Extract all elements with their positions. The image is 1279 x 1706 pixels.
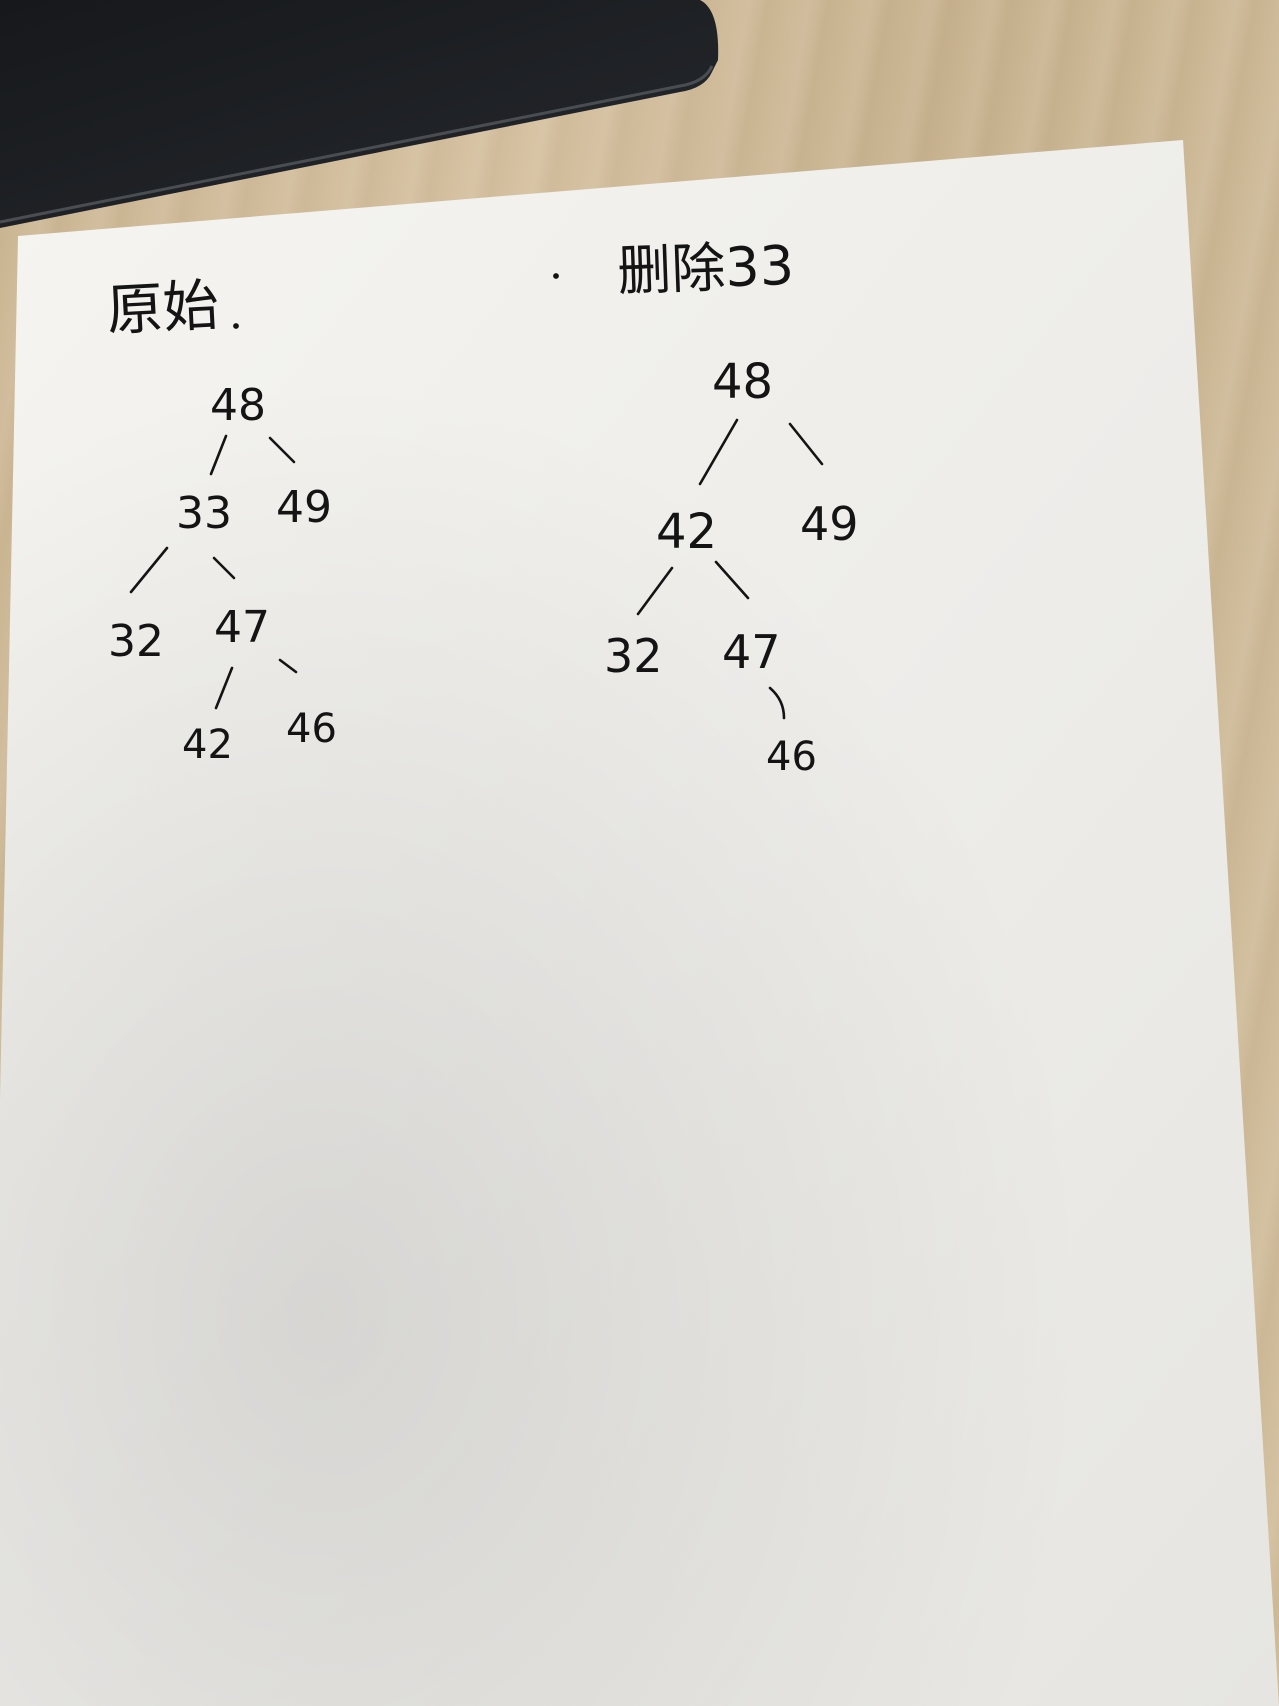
edge-r-42-32	[636, 566, 674, 616]
edge-33-32	[129, 546, 169, 594]
right-node-l2-right: 47	[722, 625, 781, 679]
edge-47-46	[278, 658, 298, 674]
right-node-l3-right: 46	[766, 734, 817, 780]
edge-47-42	[214, 666, 234, 710]
left-node-l2-left: 32	[108, 616, 164, 667]
edge-48-33	[209, 434, 228, 476]
left-node-l2-right: 47	[214, 602, 270, 653]
left-node-root: 48	[210, 380, 266, 431]
left-heading: 原始	[105, 273, 220, 344]
left-node-l3-right: 46	[286, 706, 337, 752]
left-node-l1-left: 33	[176, 488, 232, 539]
left-node-l1-right: 49	[276, 482, 332, 533]
right-node-l2-left: 32	[604, 629, 663, 683]
edge-r-42-47	[714, 560, 750, 600]
edge-r-48-42	[698, 418, 739, 486]
right-node-l1-left: 42	[656, 504, 717, 560]
right-node-root: 48	[712, 354, 773, 410]
edge-33-47	[212, 556, 236, 580]
right-heading: 删除33	[616, 234, 795, 303]
edge-48-49	[268, 436, 296, 464]
edge-r-47-46	[768, 686, 786, 720]
left-node-l3-left: 42	[182, 722, 233, 768]
edge-r-48-49	[788, 422, 824, 466]
right-node-l1-right: 49	[800, 497, 859, 551]
